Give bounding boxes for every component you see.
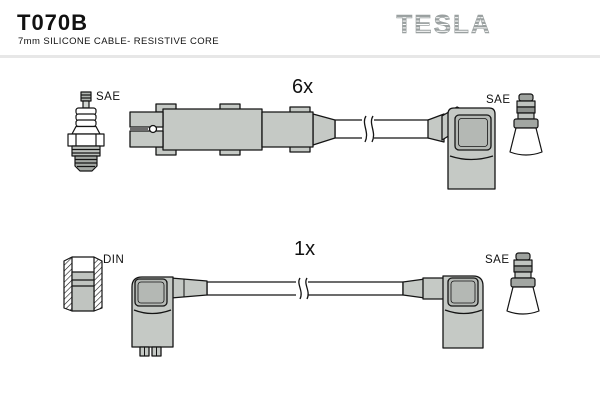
brand-text: TESLA: [396, 9, 491, 39]
ignition-cable-6x: [129, 103, 496, 190]
left-standard-label-row1: SAE: [96, 91, 121, 103]
sae-terminal-icon: [509, 93, 543, 156]
boot-window: [454, 114, 492, 151]
quantity-label-row2: 1x: [294, 238, 316, 260]
ignition-cable-1x: [131, 275, 484, 357]
boot-window: [447, 277, 479, 307]
sae-terminal-icon: [506, 252, 540, 315]
din-socket-icon: [63, 256, 103, 312]
quantity-label-row1: 6x: [292, 76, 314, 98]
boot-window: [134, 278, 168, 307]
contact-block-top: [129, 111, 164, 128]
connector-sleeve: [261, 111, 314, 148]
cable-break-icon: [362, 115, 375, 143]
ferrule: [170, 277, 208, 299]
left-standard-label-row2: DIN: [103, 254, 125, 266]
ferrule: [402, 278, 426, 299]
connector-taper: [312, 113, 336, 146]
cable-spec-subtitle: 7mm SILICONE CABLE- RESISTIVE CORE: [18, 36, 220, 47]
header-divider: [0, 55, 600, 58]
contact-block-bottom: [129, 130, 164, 148]
spark-plug-icon: [67, 91, 105, 172]
right-standard-label-row2: SAE: [485, 254, 510, 266]
right-standard-label-row1: SAE: [486, 94, 511, 106]
cable-tube: [334, 119, 431, 139]
cable-break-icon: [296, 277, 309, 300]
ferrule: [427, 113, 445, 143]
connector-body: [162, 108, 263, 151]
tesla-brand-logo: TESLA: [396, 9, 491, 40]
part-number: T070B: [17, 10, 89, 35]
